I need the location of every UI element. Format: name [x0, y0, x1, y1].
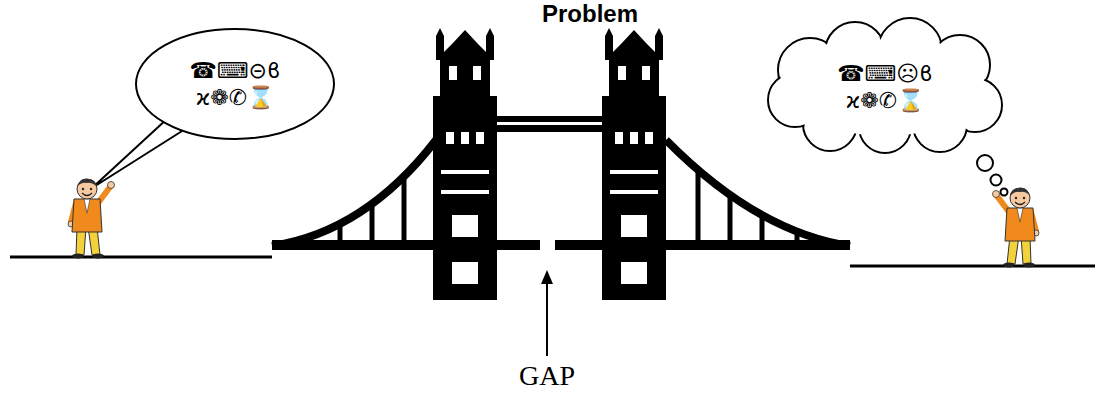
bubble-text: ☎⌨☹ϐ ϰ❁✆⌛	[826, 60, 944, 115]
speech-bubble: ☎⌨⊝ϐ ϰ❁✆⌛	[135, 28, 335, 140]
gap-label: GAP	[497, 362, 597, 390]
title: Problem	[542, 0, 638, 28]
bubble-text: ☎⌨⊝ϐ ϰ❁✆⌛	[176, 57, 294, 112]
ellipse-outline	[135, 28, 335, 140]
cloud-outline	[760, 20, 1010, 154]
thought-bubble: ☎⌨☹ϐ ϰ❁✆⌛	[760, 20, 1010, 154]
